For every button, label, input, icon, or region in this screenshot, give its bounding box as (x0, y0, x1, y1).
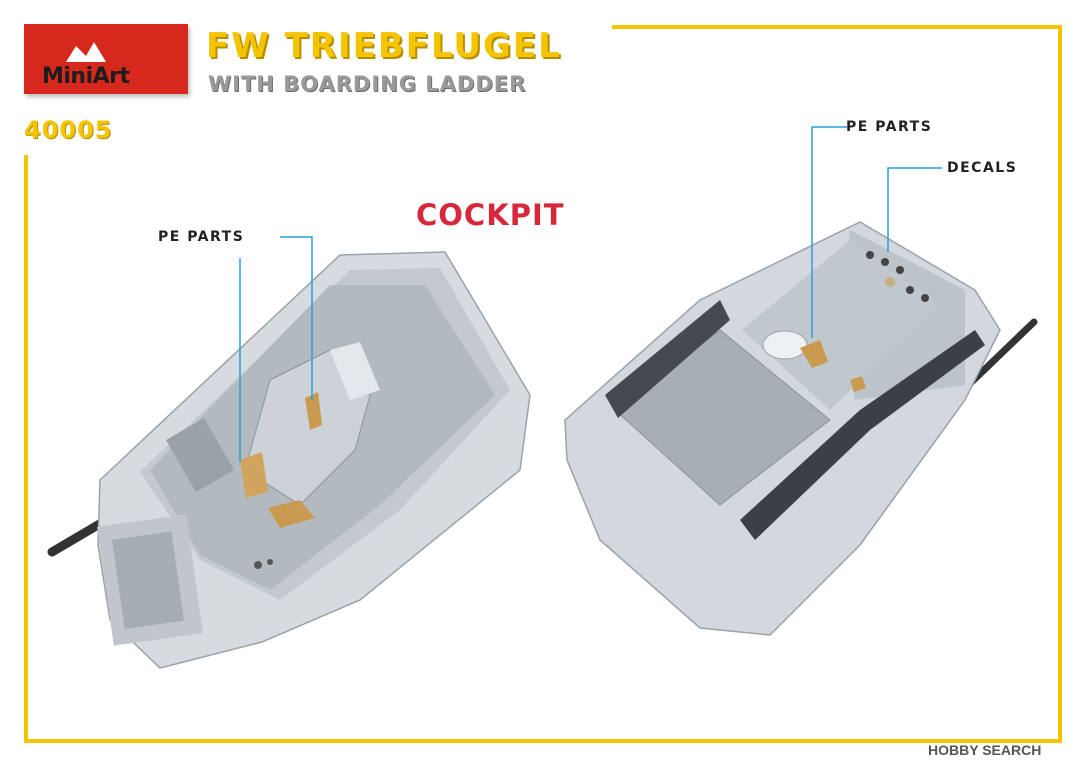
hobby-search-watermark: HOBBY SEARCH (928, 742, 1042, 758)
brand-name: MiniArt (42, 64, 130, 89)
frame-right (1058, 25, 1062, 743)
leader-lines (239, 126, 942, 462)
callout-right-pe-parts: PE PARTS (846, 119, 933, 135)
frame-bottom (24, 739, 1062, 743)
callout-left-pe-parts: PE PARTS (158, 229, 245, 245)
left-cockpit-render (47, 251, 531, 669)
callout-right-decals: DECALS (947, 160, 1018, 176)
product-code: 40005 (24, 116, 113, 144)
right-pe-leader (811, 126, 847, 338)
frame-top-right (612, 25, 1062, 29)
left-pe-leader-a (280, 236, 313, 400)
product-title: FW TRIEBFLUGEL (206, 26, 562, 66)
miniart-logo: MiniArt (24, 24, 188, 94)
right-decals-leader (887, 167, 942, 252)
section-title: COCKPIT (416, 198, 565, 232)
miniart-logo-mark (66, 42, 106, 62)
right-cockpit-render (564, 221, 1038, 636)
product-subtitle: WITH BOARDING LADDER (208, 72, 527, 96)
frame-left (24, 155, 28, 743)
